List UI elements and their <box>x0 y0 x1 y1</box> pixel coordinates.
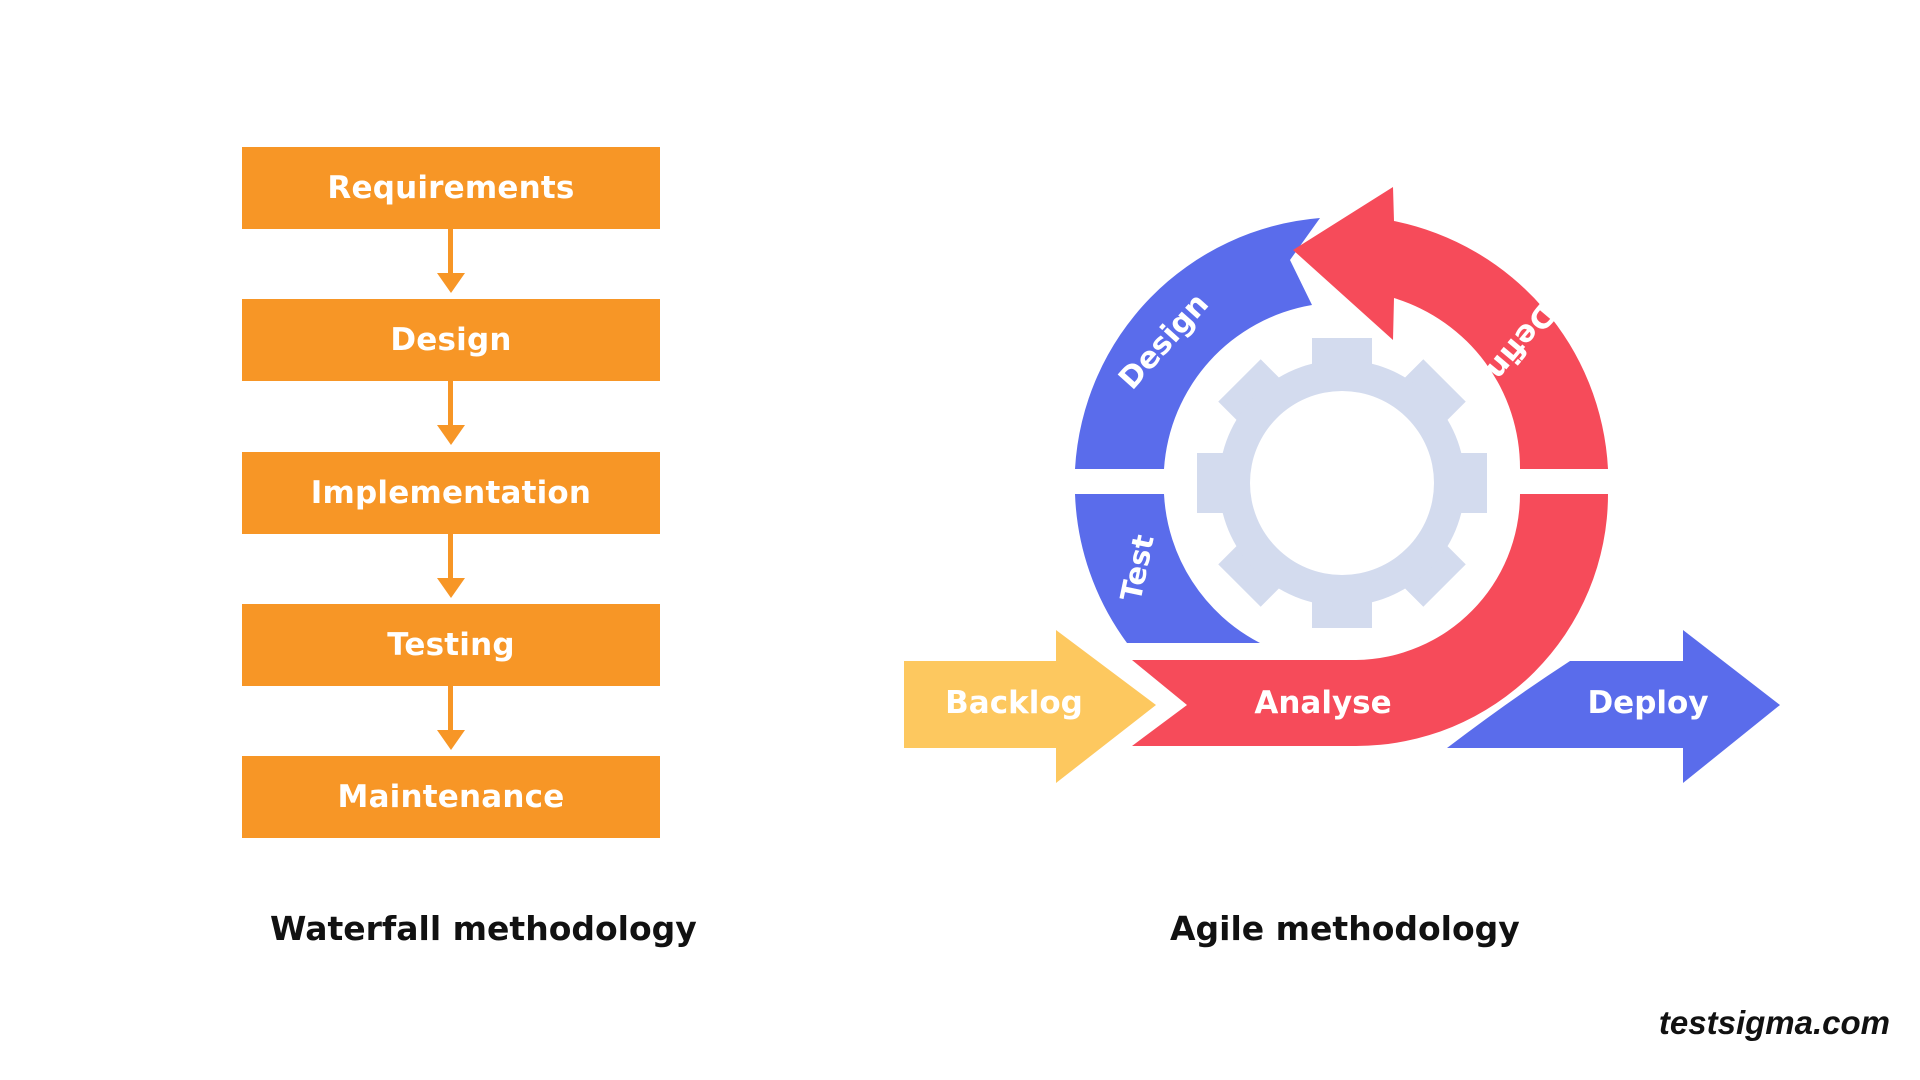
agile-backlog-arrow <box>904 630 1156 783</box>
waterfall-step-requirements: Requirements <box>242 147 660 229</box>
waterfall-step-maintenance: Maintenance <box>242 756 660 838</box>
agile-define-arc <box>1293 187 1608 469</box>
waterfall-arrow-4 <box>437 686 465 750</box>
agile-label-deploy: Deploy <box>1587 685 1708 721</box>
agile-design-arc <box>1075 218 1320 469</box>
waterfall-step-design: Design <box>242 299 660 381</box>
waterfall-caption: Waterfall methodology <box>270 909 697 948</box>
watermark: testsigma.com <box>1658 1004 1890 1041</box>
agile-test-arc <box>1075 494 1260 643</box>
gear-icon <box>1197 338 1487 628</box>
waterfall-arrow-2 <box>437 381 465 445</box>
agile-label-backlog: Backlog <box>945 685 1083 721</box>
agile-caption: Agile methodology <box>1170 909 1520 948</box>
waterfall-arrow-1 <box>437 229 465 293</box>
waterfall-step-implementation: Implementation <box>242 452 660 534</box>
waterfall-arrow-3 <box>437 534 465 598</box>
waterfall-step-testing: Testing <box>242 604 660 686</box>
agile-analyse-arc <box>1132 494 1608 746</box>
agile-label-analyse: Analyse <box>1254 685 1391 721</box>
agile-deploy-arrow <box>1447 630 1780 783</box>
